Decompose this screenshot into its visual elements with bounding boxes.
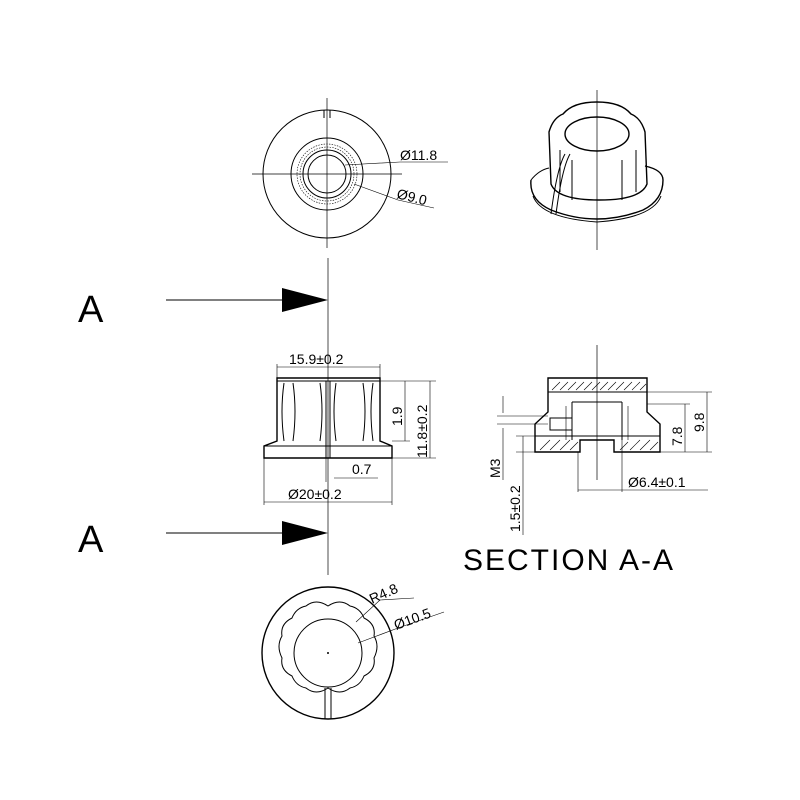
section-letter-bottom: A	[78, 519, 104, 561]
section-view: 7.8 9.8 Ø6.4±0.1 M3 1.5±0.2 SECTION A-A	[463, 345, 712, 577]
top-inner-dia-label: Ø9.0	[395, 185, 429, 208]
bottom-center-point	[327, 652, 329, 654]
section-hatch-base	[539, 439, 659, 451]
iso-base-bottom	[532, 195, 662, 223]
section-base-label: 1.5±0.2	[507, 485, 523, 532]
bottom-radius-label: R4.8	[367, 580, 401, 607]
top-outer-dia-label: Ø11.8	[400, 147, 437, 163]
section-set-screw	[549, 417, 573, 431]
front-top-width-label: 15.9±0.2	[289, 351, 344, 367]
front-flutes	[281, 382, 374, 442]
front-base-label: Ø20±0.2	[288, 486, 342, 502]
bottom-scallop-profile	[278, 601, 378, 693]
section-thread-label: M3	[487, 458, 503, 478]
top-inner-dia-leader	[353, 183, 435, 209]
top-outer-dia-leader	[344, 161, 448, 166]
section-arrow-bottom-head	[282, 521, 328, 545]
front-offset-label: 0.7	[352, 461, 372, 477]
section-arrow-top-head	[282, 288, 328, 312]
section-height-a-label: 7.8	[669, 426, 685, 446]
isometric-view	[530, 90, 664, 250]
iso-flutes	[559, 150, 637, 200]
front-height-total-label: 11.8±0.2	[414, 404, 430, 458]
bottom-dia-label: Ø10.5	[392, 605, 434, 633]
bottom-dia-leader	[357, 611, 445, 644]
section-markers: A A	[78, 258, 329, 575]
iso-body	[548, 101, 648, 201]
section-bore-inner	[565, 406, 629, 440]
iso-top-opening	[564, 116, 630, 152]
iso-base-flange	[530, 165, 664, 220]
section-title: SECTION A-A	[463, 544, 675, 577]
top-view: Ø11.8 Ø9.0	[252, 98, 448, 248]
section-height-b-label: 9.8	[691, 412, 707, 432]
front-height-small-label: 1.9	[389, 406, 405, 426]
section-bore-label: Ø6.4±0.1	[628, 474, 686, 490]
section-letter-top: A	[78, 289, 104, 331]
bottom-bore-circle	[293, 618, 363, 688]
section-hatch-top	[551, 381, 647, 391]
front-view: 15.9±0.2 1.9 11.8±0.2 0.7 Ø20±0.2	[263, 351, 436, 505]
bottom-radius-leader	[355, 597, 415, 623]
iso-slot	[550, 153, 571, 215]
bottom-outer-circle	[261, 586, 395, 720]
bottom-view: R4.8 Ø10.5	[261, 580, 445, 720]
iso-base-flange-left	[530, 167, 550, 181]
